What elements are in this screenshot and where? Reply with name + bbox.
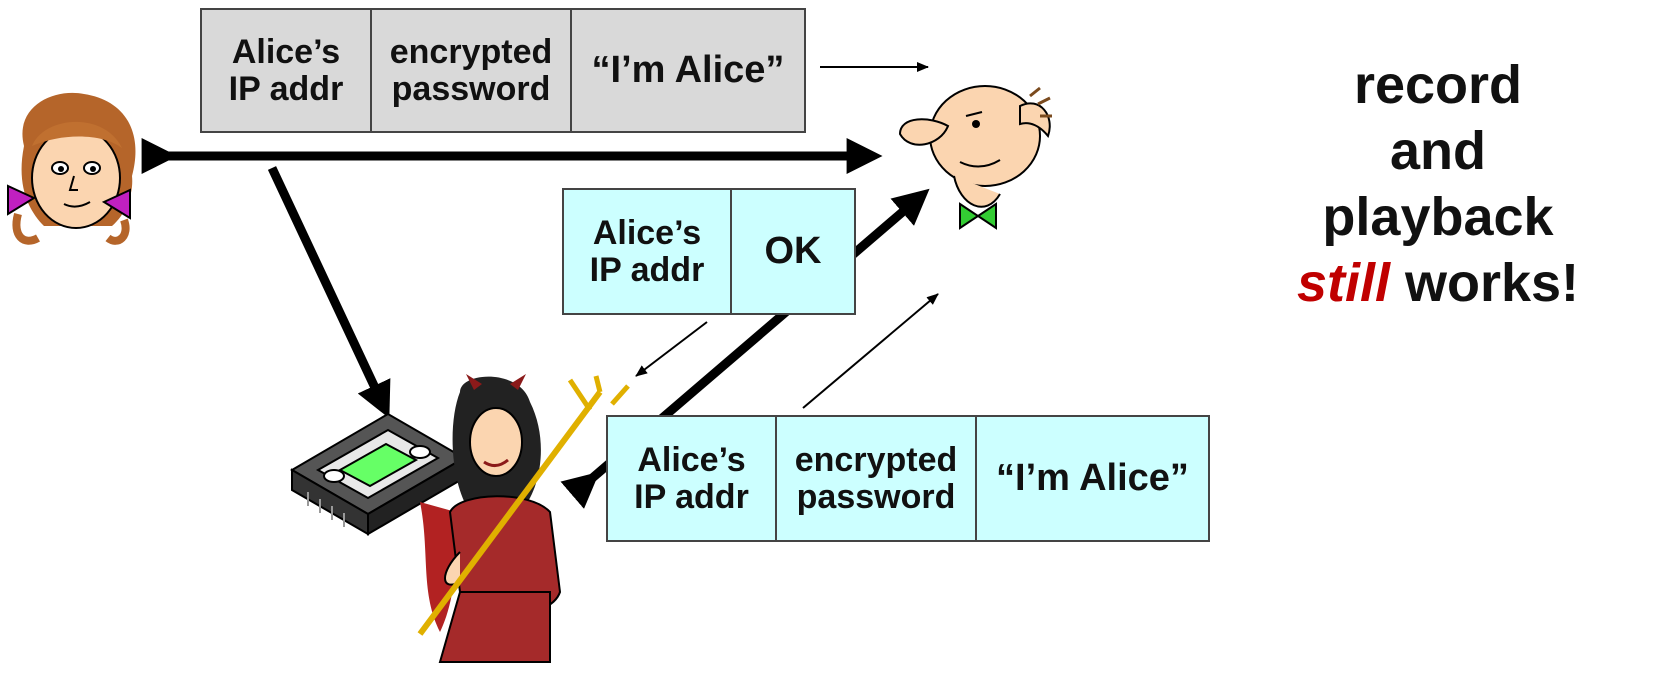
packet-replay-message-cell: “I’m Alice”: [975, 417, 1208, 540]
packet-replay-password-line1: encrypted: [794, 440, 958, 479]
tap-to-recorder-arrow: [267, 166, 391, 419]
packet-top-password-line2: password: [391, 69, 551, 108]
ok-packet-arrow: [635, 321, 708, 377]
packet-ok-status-cell: OK: [730, 190, 854, 313]
alice-icon: [7, 92, 136, 245]
bob-icon: [898, 85, 1052, 230]
packet-top-ip-line2: IP addr: [228, 69, 344, 108]
packet-replay-message: “I’m Alice”: [996, 456, 1189, 499]
caption-line3: playback: [1322, 187, 1554, 247]
replay-packet-arrow: [802, 293, 939, 409]
caption-line4: still works!: [1228, 250, 1648, 316]
packet-top-ip-cell: Alice’s IP addr: [202, 10, 370, 131]
packet-top: Alice’s IP addr encrypted password “I’m …: [200, 8, 806, 133]
packet-top-password-line1: encrypted: [389, 32, 553, 71]
trudy-icon: [417, 374, 630, 663]
caption-line2: and: [1389, 121, 1486, 181]
packet-ok: Alice’s IP addr OK: [562, 188, 856, 315]
packet-replay: Alice’s IP addr encrypted password “I’m …: [606, 415, 1210, 542]
caption: record and playback still works!: [1228, 52, 1648, 316]
packet-top-message-cell: “I’m Alice”: [570, 10, 804, 131]
packet-ok-ip-line1: Alice’s: [592, 213, 702, 252]
caption-emphasis: still: [1296, 253, 1390, 313]
packet-replay-ip-line1: Alice’s: [637, 440, 746, 479]
packet-replay-password-line2: password: [796, 477, 956, 516]
packet-ok-ip-cell: Alice’s IP addr: [564, 190, 730, 313]
packet-replay-password-cell: encrypted password: [775, 417, 975, 540]
packet-top-message: “I’m Alice”: [591, 48, 785, 91]
packet-top-ip-line1: Alice’s: [231, 32, 341, 71]
packet-ok-status: OK: [764, 229, 822, 272]
packet-top-password-cell: encrypted password: [370, 10, 570, 131]
packet-ok-ip-line2: IP addr: [589, 250, 705, 289]
packet-replay-ip-line2: IP addr: [634, 477, 749, 516]
caption-line1: record: [1353, 55, 1523, 115]
packet-replay-ip-cell: Alice’s IP addr: [608, 417, 775, 540]
caption-line4-rest: works!: [1389, 253, 1580, 313]
